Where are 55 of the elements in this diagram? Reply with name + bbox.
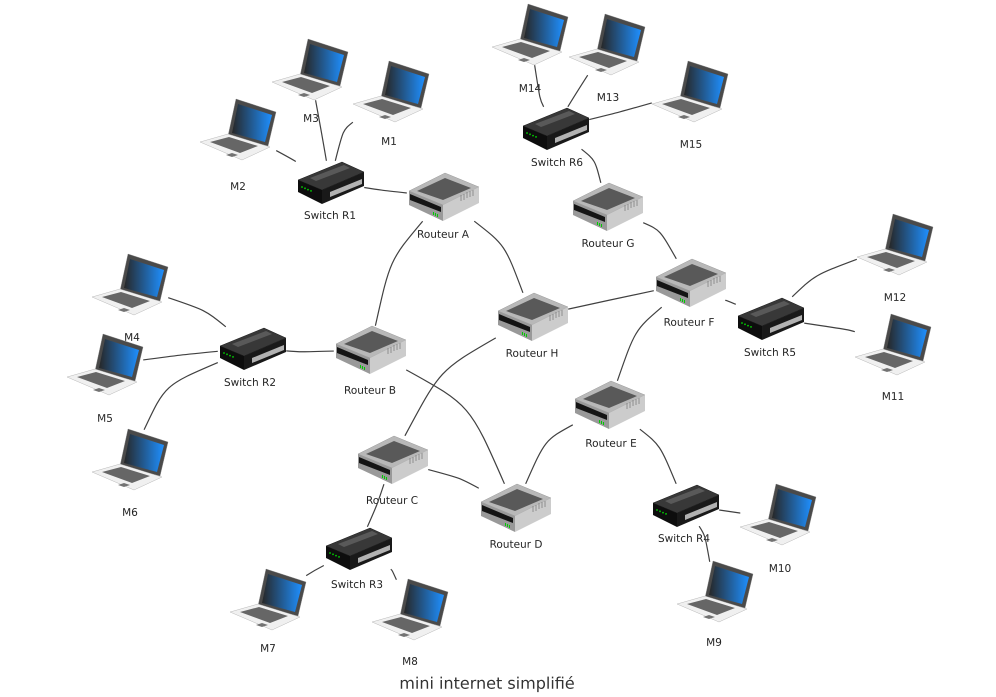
- cable-line: [144, 362, 218, 430]
- cable-line: [792, 258, 858, 298]
- device-label: Switch R5: [744, 348, 796, 356]
- device-label: Routeur D: [490, 540, 542, 548]
- device-label: M7: [261, 644, 275, 652]
- device-label: M3: [304, 114, 318, 122]
- cable-line: [364, 186, 407, 194]
- cable-line: [428, 469, 480, 489]
- cable-line: [804, 322, 855, 332]
- device-label: Routeur G: [582, 239, 634, 247]
- cable-line: [366, 484, 384, 528]
- device-label: M2: [231, 182, 245, 190]
- device-label: M8: [403, 657, 418, 665]
- cable-line: [525, 424, 574, 484]
- device-label: Switch R6: [532, 158, 582, 166]
- cable-line: [589, 102, 652, 120]
- device-label: M9: [707, 638, 722, 646]
- device-label: Switch R3: [332, 580, 382, 588]
- cable-line: [276, 150, 296, 162]
- cable-line: [567, 74, 588, 108]
- device-label: M11: [882, 392, 904, 400]
- device-label: M1: [382, 137, 396, 145]
- caption: mini internet simplifié: [400, 676, 574, 692]
- device-label: M15: [680, 140, 702, 148]
- device-label: Switch R2: [224, 378, 275, 386]
- cable-line: [143, 350, 218, 360]
- cable-line: [334, 122, 354, 161]
- cable-line: [568, 290, 654, 310]
- device-label: Routeur H: [506, 349, 558, 357]
- device-label: Routeur F: [664, 318, 714, 326]
- cable-line: [168, 297, 226, 328]
- cable-line: [374, 220, 424, 326]
- cable-line: [314, 100, 327, 161]
- device-label: M5: [98, 414, 112, 422]
- cable-line: [406, 369, 505, 484]
- cable-line: [639, 428, 677, 484]
- cable-line: [616, 306, 662, 381]
- cable-line: [719, 509, 740, 514]
- device-label: Switch R1: [304, 210, 356, 220]
- device-label: M13: [598, 93, 618, 101]
- cable-line: [306, 564, 324, 576]
- device-label: M6: [123, 508, 138, 516]
- device-label: Routeur A: [418, 230, 469, 238]
- cable-line: [404, 337, 496, 436]
- cable-line: [642, 222, 677, 260]
- device-label: M10: [770, 564, 791, 572]
- device-label: Routeur B: [345, 386, 396, 394]
- cable-line: [581, 148, 602, 183]
- cable-line: [286, 350, 334, 352]
- cable-line: [390, 568, 397, 580]
- cable-line: [474, 220, 524, 294]
- device-label: Routeur E: [586, 439, 636, 447]
- cable-line: [534, 65, 544, 108]
- cable-line: [726, 300, 736, 305]
- device-label: M12: [884, 293, 906, 301]
